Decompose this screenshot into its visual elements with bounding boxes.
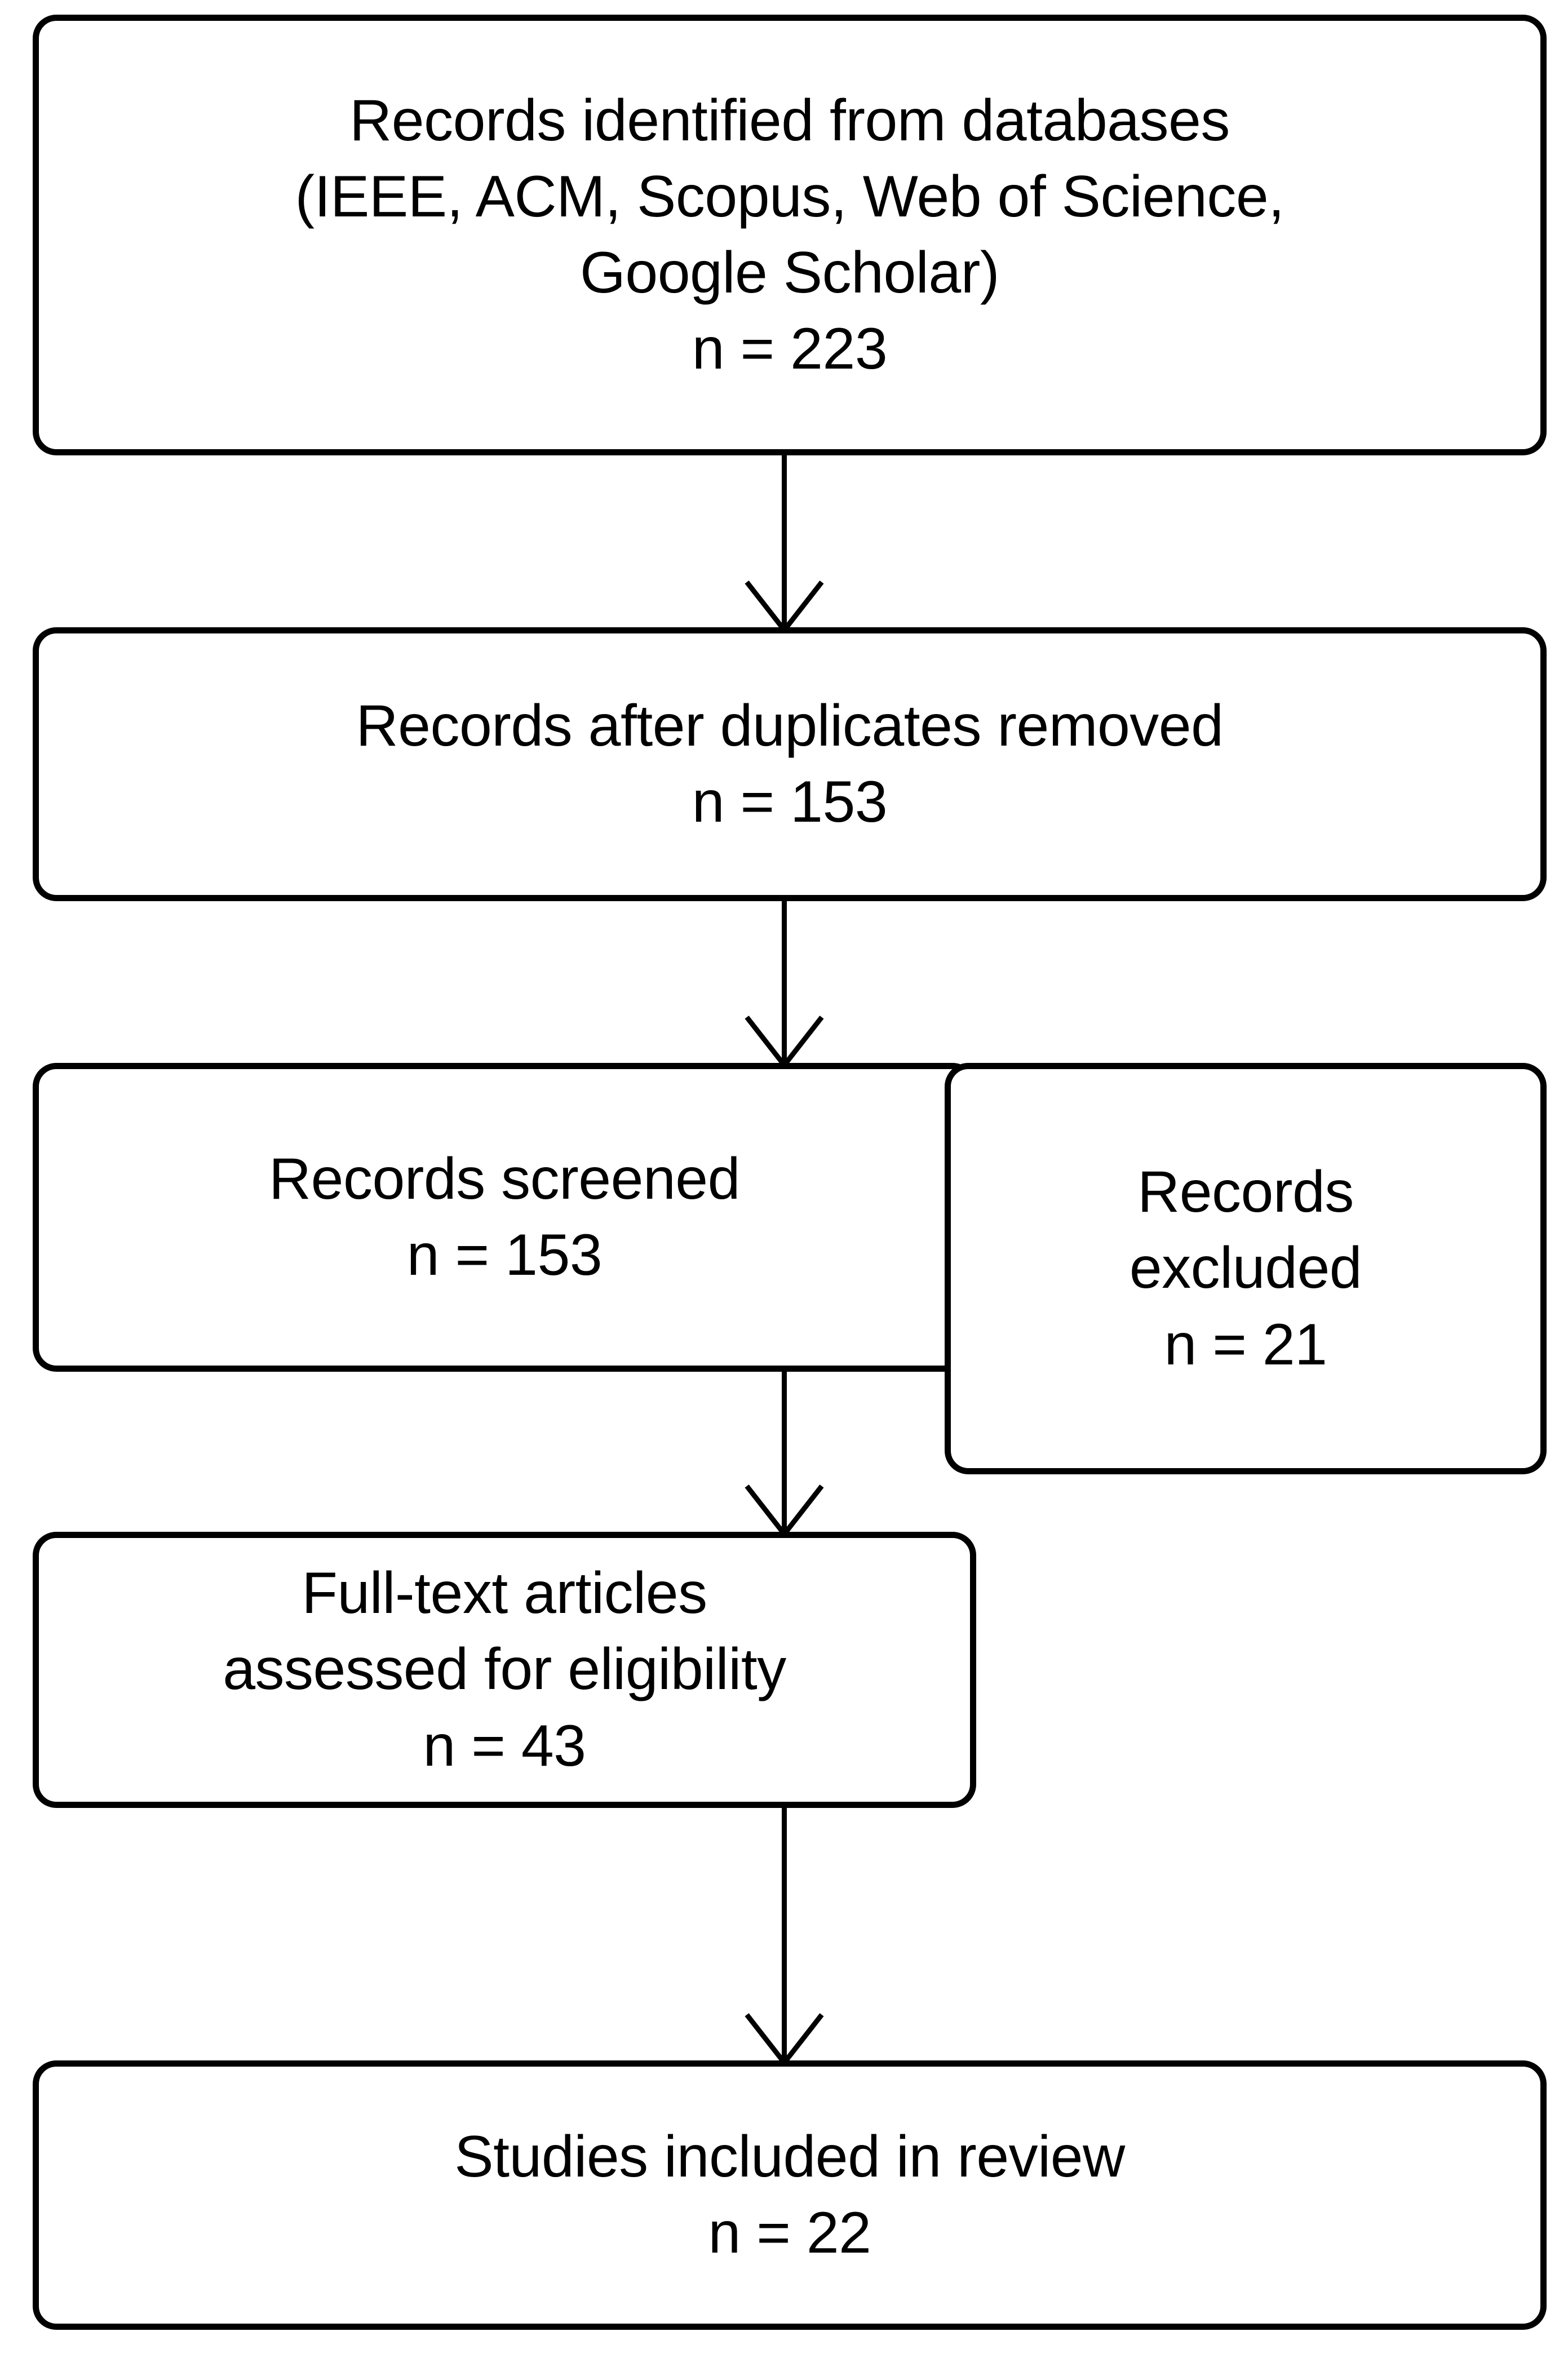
node-records-excluded-label: Records excluded	[1129, 1159, 1362, 1301]
node-records-excluded: Records excluded n = 21	[945, 1063, 1547, 1474]
connector-fulltext-to-included	[782, 1805, 787, 2064]
node-full-text-articles-assessed-count: n = 43	[423, 1713, 586, 1779]
node-records-identified-count: n = 223	[692, 316, 888, 382]
node-records-screened-label: Records screened	[269, 1146, 740, 1212]
node-records-excluded-count: n = 21	[1164, 1311, 1327, 1377]
node-records-after-duplicates-removed: Records after duplicates removed n = 153	[33, 627, 1547, 901]
node-full-text-articles-assessed-label: Full-text articles assessed for eligibil…	[223, 1561, 786, 1703]
node-records-after-duplicates-removed-count: n = 153	[692, 769, 888, 835]
node-records-identified-label: Records identified from databases (IEEE,…	[295, 87, 1284, 305]
connector-screened-to-fulltext	[782, 1368, 787, 1535]
node-studies-included-in-review-label: Studies included in review	[454, 2124, 1125, 2189]
node-records-identified: Records identified from databases (IEEE,…	[33, 15, 1547, 455]
node-records-screened: Records screened n = 153	[33, 1063, 976, 1372]
node-records-after-duplicates-removed-label: Records after duplicates removed	[356, 693, 1224, 759]
connector-identified-to-dedup	[782, 451, 787, 631]
connector-dedup-to-screened	[782, 897, 787, 1066]
node-full-text-articles-assessed: Full-text articles assessed for eligibil…	[33, 1532, 976, 1808]
node-studies-included-in-review: Studies included in review n = 22	[33, 2060, 1547, 2330]
node-studies-included-in-review-count: n = 22	[708, 2200, 871, 2266]
node-records-screened-count: n = 153	[406, 1222, 603, 1288]
